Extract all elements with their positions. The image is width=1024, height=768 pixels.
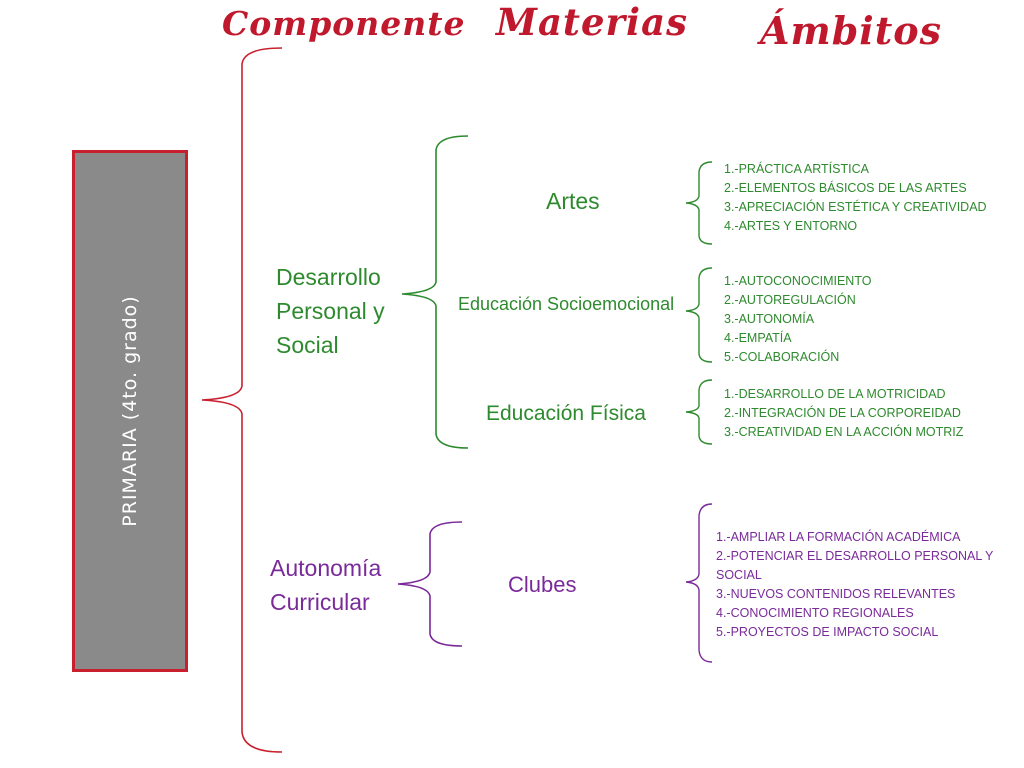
bracket-socio xyxy=(685,267,713,363)
ambito-item: 5.-PROYECTOS DE IMPACTO SOCIAL xyxy=(716,625,939,639)
ambito-item: 2.-ELEMENTOS BÁSICOS DE LAS ARTES xyxy=(724,181,967,195)
subject-clubes: Clubes xyxy=(508,572,577,597)
bracket-clubes xyxy=(685,503,713,663)
ambito-item: 2.-INTEGRACIÓN DE LA CORPOREIDAD xyxy=(724,406,961,420)
subject-educacion-fisica: Educación Física xyxy=(486,402,646,425)
ambitos-clubes-list: 1.-AMPLIAR LA FORMACIÓN ACADÉMICA 2.-POT… xyxy=(716,528,1001,642)
ambitos-fisica-list: 1.-DESARROLLO DE LA MOTRICIDAD 2.-INTEGR… xyxy=(724,385,1004,442)
ambito-item: 4.-CONOCIMIENTO REGIONALES xyxy=(716,606,914,620)
ambito-item: 3.-AUTONOMÍA xyxy=(724,312,815,326)
ambito-item: 2.-AUTOREGULACIÓN xyxy=(724,293,856,307)
ambito-item: 4.-EMPATÍA xyxy=(724,331,792,345)
component-desarrollo-personal-social: Desarrollo Personal y Social xyxy=(276,264,385,358)
ambito-item: 4.-ARTES Y ENTORNO xyxy=(724,219,858,233)
ambito-item: 1.-PRÁCTICA ARTÍSTICA xyxy=(724,162,869,176)
ambito-item: 3.-NUEVOS CONTENIDOS RELEVANTES xyxy=(716,587,956,601)
ambito-item: 1.-DESARROLLO DE LA MOTRICIDAD xyxy=(724,387,946,401)
ambito-item: 3.-CREATIVIDAD EN LA ACCIÓN MOTRIZ xyxy=(724,425,964,439)
bracket-fisica xyxy=(685,379,713,445)
header-materias: Materias xyxy=(496,0,688,44)
bracket-main xyxy=(201,47,283,753)
subject-artes: Artes xyxy=(546,188,600,214)
bracket-dps xyxy=(401,135,469,449)
subject-educacion-socioemocional: Educación Socioemocional xyxy=(458,294,675,314)
component-autonomia-curricular: Autonomía Curricular xyxy=(270,555,382,615)
ambito-item: 1.-AMPLIAR LA FORMACIÓN ACADÉMICA xyxy=(716,530,961,544)
level-label: PRIMARIA (4to. grado) xyxy=(119,295,141,527)
bracket-artes xyxy=(685,161,713,245)
ambito-item: 3.-APRECIACIÓN ESTÉTICA Y CREATIVIDAD xyxy=(724,200,987,214)
ambito-item: 2.-POTENCIAR EL DESARROLLO PERSONAL Y SO… xyxy=(716,549,994,582)
ambitos-socioemocional-list: 1.-AUTOCONOCIMIENTO 2.-AUTOREGULACIÓN 3.… xyxy=(724,272,994,367)
level-box xyxy=(72,150,188,672)
ambitos-artes-list: 1.-PRÁCTICA ARTÍSTICA 2.-ELEMENTOS BÁSIC… xyxy=(724,160,994,236)
bracket-ac xyxy=(397,521,463,647)
ambito-item: 5.-COLABORACIÓN xyxy=(724,350,840,364)
header-ambitos: Ámbitos xyxy=(760,8,942,53)
ambito-item: 1.-AUTOCONOCIMIENTO xyxy=(724,274,872,288)
header-componente: Componente xyxy=(222,4,466,43)
